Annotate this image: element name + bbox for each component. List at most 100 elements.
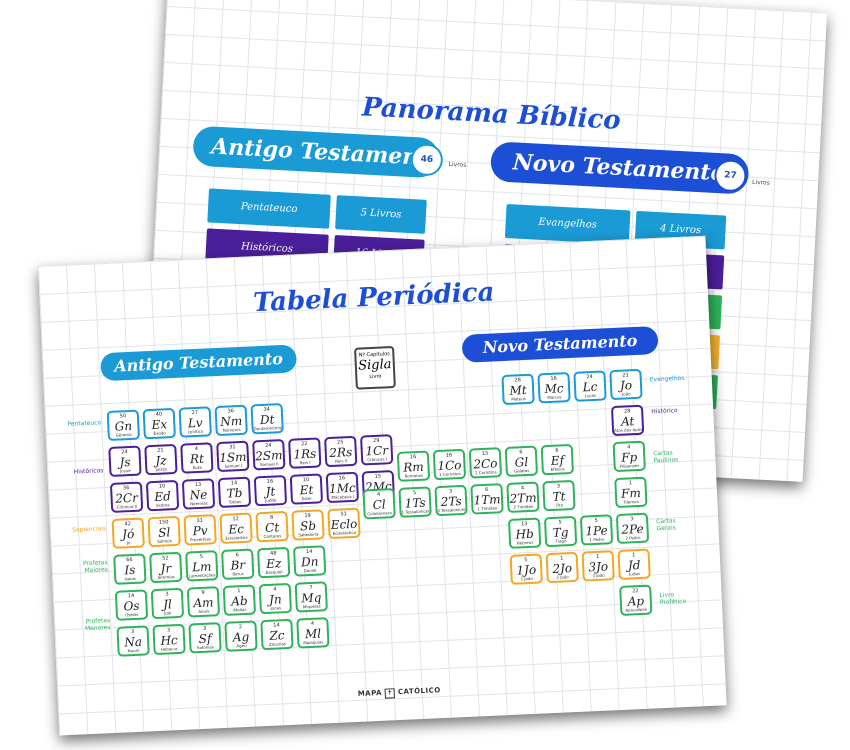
group-label-históricos: Históricos bbox=[73, 467, 104, 476]
group-label-cartas-gerais: Cartas Gerais bbox=[656, 517, 676, 533]
element-book-name: Samuel II bbox=[259, 461, 279, 468]
element-book-name: Oséias bbox=[125, 611, 139, 618]
element-book-name: Zacarias bbox=[268, 641, 287, 647]
element-book-name: Abdias bbox=[232, 606, 247, 613]
element-book-name: Marcos bbox=[547, 394, 562, 401]
element-book-name: Números bbox=[222, 426, 241, 433]
brand-logo: MAPA ✝ CATÓLICO bbox=[358, 686, 441, 700]
periodic-table-sheet: Tabela Periódica Antigo Testamento Novo … bbox=[38, 235, 727, 736]
nt-count-unit: Livros bbox=[751, 178, 770, 187]
brand-word-1: MAPA bbox=[357, 688, 383, 698]
element-book-name: 2 Tessalonicenses bbox=[437, 506, 466, 514]
element-book-name: 2 Coríntios bbox=[474, 469, 497, 476]
group-label-livro-profético: Livro Profético bbox=[659, 591, 687, 607]
element-book-name: Juízes bbox=[155, 466, 168, 472]
element-book-name: Sofonias bbox=[196, 644, 215, 651]
element-book-name: 1 Pedro bbox=[589, 536, 605, 543]
element-book-name: 3 João bbox=[592, 572, 605, 579]
element-book-name: Isaías bbox=[124, 575, 137, 582]
element-book-name: Cantares bbox=[263, 533, 282, 540]
element-book-name: Macabeus I bbox=[331, 493, 355, 500]
element-book-name: Filemon bbox=[623, 498, 640, 505]
ot-category-count-1: 5 Livros bbox=[335, 195, 427, 234]
element-book-name: Hebreus bbox=[516, 539, 534, 546]
element-book-name: Josué bbox=[119, 468, 131, 474]
element-book-name: Eclesiastes bbox=[225, 534, 248, 541]
element-book-name: Judite bbox=[265, 497, 277, 503]
ot-category-1: Pentateuco bbox=[207, 188, 331, 229]
element-book-name: Ageu bbox=[236, 642, 247, 649]
ot-section-pill: Antigo Testamento bbox=[100, 344, 298, 382]
element-book-name: Romanos bbox=[404, 472, 424, 479]
element-book-name: Ester bbox=[301, 495, 313, 502]
group-label-profetas-maiores: Profetas Maiores bbox=[82, 559, 109, 575]
element-book-name: Lucas bbox=[584, 392, 597, 399]
element-book-name: Rute bbox=[192, 464, 202, 471]
element-book-name: Naum bbox=[127, 647, 140, 654]
ot-count-badge: 46 bbox=[410, 142, 444, 177]
element-book-name: Gálatas bbox=[514, 467, 530, 474]
ot-count-unit: Livros bbox=[448, 160, 467, 169]
nt-section-pill: Novo Testamento bbox=[461, 325, 659, 363]
element-book-name: Daniel bbox=[303, 567, 317, 574]
element-book-name: 1 Coríntios bbox=[438, 471, 461, 478]
nt-category-1: Evangelhos bbox=[504, 204, 631, 245]
element-book-name: Atos dos Apóstolos bbox=[613, 426, 643, 434]
group-label-pentateuco: Pentateuco bbox=[67, 419, 102, 428]
element-book-name: Sabedoria bbox=[298, 531, 319, 538]
element-book-name: Jó bbox=[126, 540, 131, 546]
element-book-name: Reis I bbox=[299, 459, 311, 466]
element-book-name: 1 Tessalonicenses bbox=[401, 508, 430, 515]
element-book-name: Samuel I bbox=[224, 462, 243, 469]
cross-icon: ✝ bbox=[384, 688, 396, 699]
nt-header-label: Novo Testamento bbox=[512, 149, 726, 187]
element-book-name: Gênesis bbox=[115, 431, 132, 438]
element-book-name: Esdras bbox=[156, 502, 170, 508]
element-book-name: Habacuc bbox=[160, 646, 179, 652]
element-book-name: Reis II bbox=[335, 458, 348, 464]
legend-box: Nº Capítulos Sigla Livro bbox=[354, 345, 396, 390]
element-book-name: Levítico bbox=[187, 428, 204, 435]
